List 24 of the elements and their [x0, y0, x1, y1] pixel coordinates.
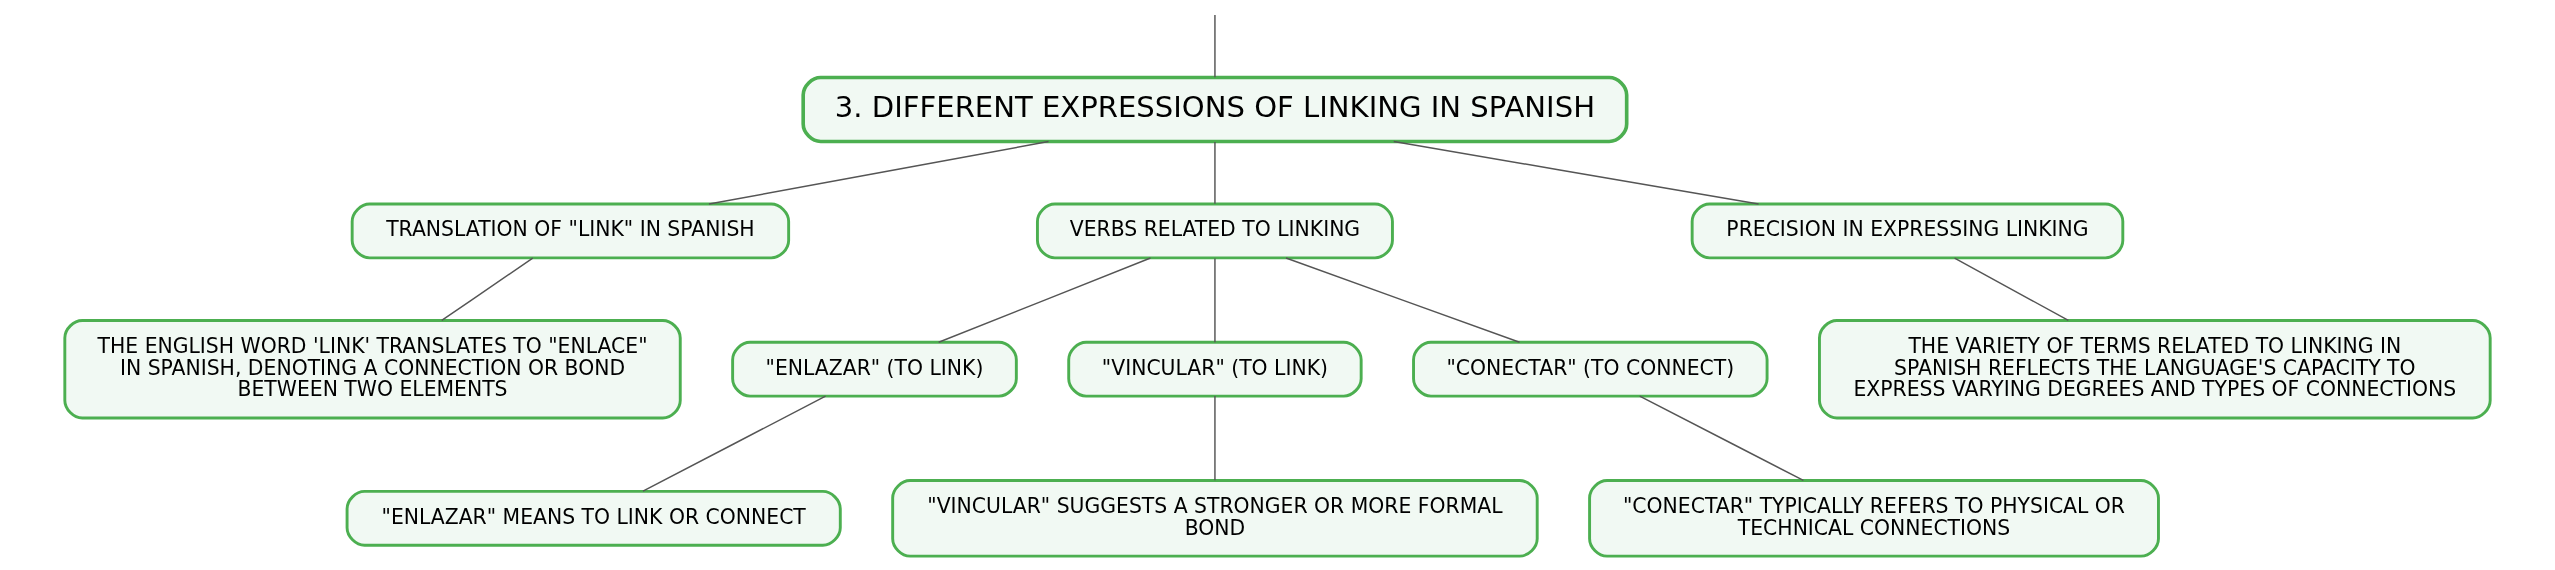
connector	[441, 257, 534, 322]
node-box: "CONECTAR" TYPICALLY REFERS TO PHYSICAL OR TECHNICAL CONNECTIONS	[1588, 479, 2160, 558]
connector	[1214, 257, 1216, 343]
node-box: PRECISION IN EXPRESSING LINKING	[1690, 202, 2125, 260]
node-box: VERBS RELATED TO LINKING	[1036, 202, 1394, 260]
connector	[937, 257, 1152, 343]
node-box: "ENLAZAR" MEANS TO LINK OR CONNECT	[345, 489, 842, 547]
connector	[1214, 141, 1216, 205]
node-box: "ENLAZAR" (TO LINK)	[731, 340, 1018, 398]
node-box: 3. DIFFERENT EXPRESSIONS OF LINKING IN SPANISH	[801, 75, 1629, 144]
node-box: THE ENGLISH WORD 'LINK' TRANSLATES TO "ENLACE" IN SPANISH, DENOTING A CONNECTION OR BOND BETWEEN TWO ELEMENTS	[63, 319, 682, 420]
node-box: "CONECTAR" (TO CONNECT)	[1412, 340, 1769, 398]
connector	[1214, 14, 1216, 79]
connector	[1285, 257, 1521, 343]
node-box: THE VARIETY OF TERMS RELATED TO LINKING IN SPANISH REFLECTS THE LANGUAGE'S CAPACITY TO EXPRESS VARYING DEGREES AND TYPES OF CONNECTIONS	[1818, 319, 2492, 420]
node-box: "VINCULAR" (TO LINK)	[1067, 340, 1363, 398]
connector	[1214, 395, 1216, 481]
connector	[642, 395, 827, 492]
connector	[1953, 257, 2070, 322]
node-box: "VINCULAR" SUGGESTS A STRONGER OR MORE FORMAL BOND	[891, 479, 1539, 558]
node-box: TRANSLATION OF "LINK" IN SPANISH	[350, 202, 791, 260]
connector	[1393, 140, 1760, 205]
connector	[1639, 395, 1805, 482]
connector	[708, 140, 1050, 205]
